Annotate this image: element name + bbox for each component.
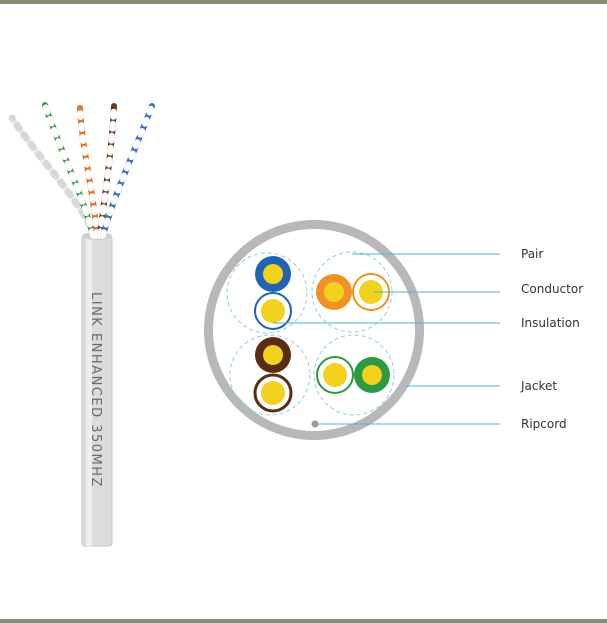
cable-illustration: LINK ENHANCED 350MHZ: [8, 102, 155, 547]
green-pair: [316, 356, 390, 394]
brown-pair: [253, 337, 293, 413]
cable-print-text: LINK ENHANCED 350MHZ: [88, 292, 103, 488]
brown-solid-conductor: [263, 345, 283, 365]
orange-solid-conductor: [324, 282, 344, 302]
green-solid-conductor: [362, 365, 382, 385]
callout-labels: Pair Conductor Insulation Jacket Ripcord: [520, 247, 583, 431]
blue-solid-conductor: [263, 264, 283, 284]
label-jacket: Jacket: [520, 379, 557, 393]
label-pair: Pair: [521, 247, 543, 261]
pair-outline-green: [313, 334, 395, 416]
wire-brown-stripe: [97, 103, 117, 239]
brown-stripe-conductor: [261, 381, 285, 405]
pair-outline-blue: [226, 252, 308, 334]
label-ripcord: Ripcord: [521, 417, 567, 431]
cross-section: [204, 220, 424, 440]
leader-lines: [273, 253, 500, 425]
wire-orange-stripe: [77, 105, 100, 239]
green-stripe-conductor: [323, 363, 347, 387]
jacket-inner: [213, 229, 415, 431]
cable-highlight: [86, 236, 92, 546]
blue-pair: [254, 256, 292, 330]
blue-stripe-conductor: [261, 299, 285, 323]
twisted-wires: [8, 102, 155, 240]
wire-green-stripe: [42, 102, 96, 239]
label-insulation: Insulation: [521, 316, 580, 330]
label-conductor: Conductor: [521, 282, 583, 296]
wire-blue-stripe: [100, 103, 155, 239]
orange-pair: [316, 273, 390, 311]
pair-outline-brown: [229, 334, 311, 416]
orange-stripe-conductor: [359, 280, 383, 304]
bottom-frame-bar: [0, 619, 607, 623]
top-frame-bar: [0, 0, 607, 4]
